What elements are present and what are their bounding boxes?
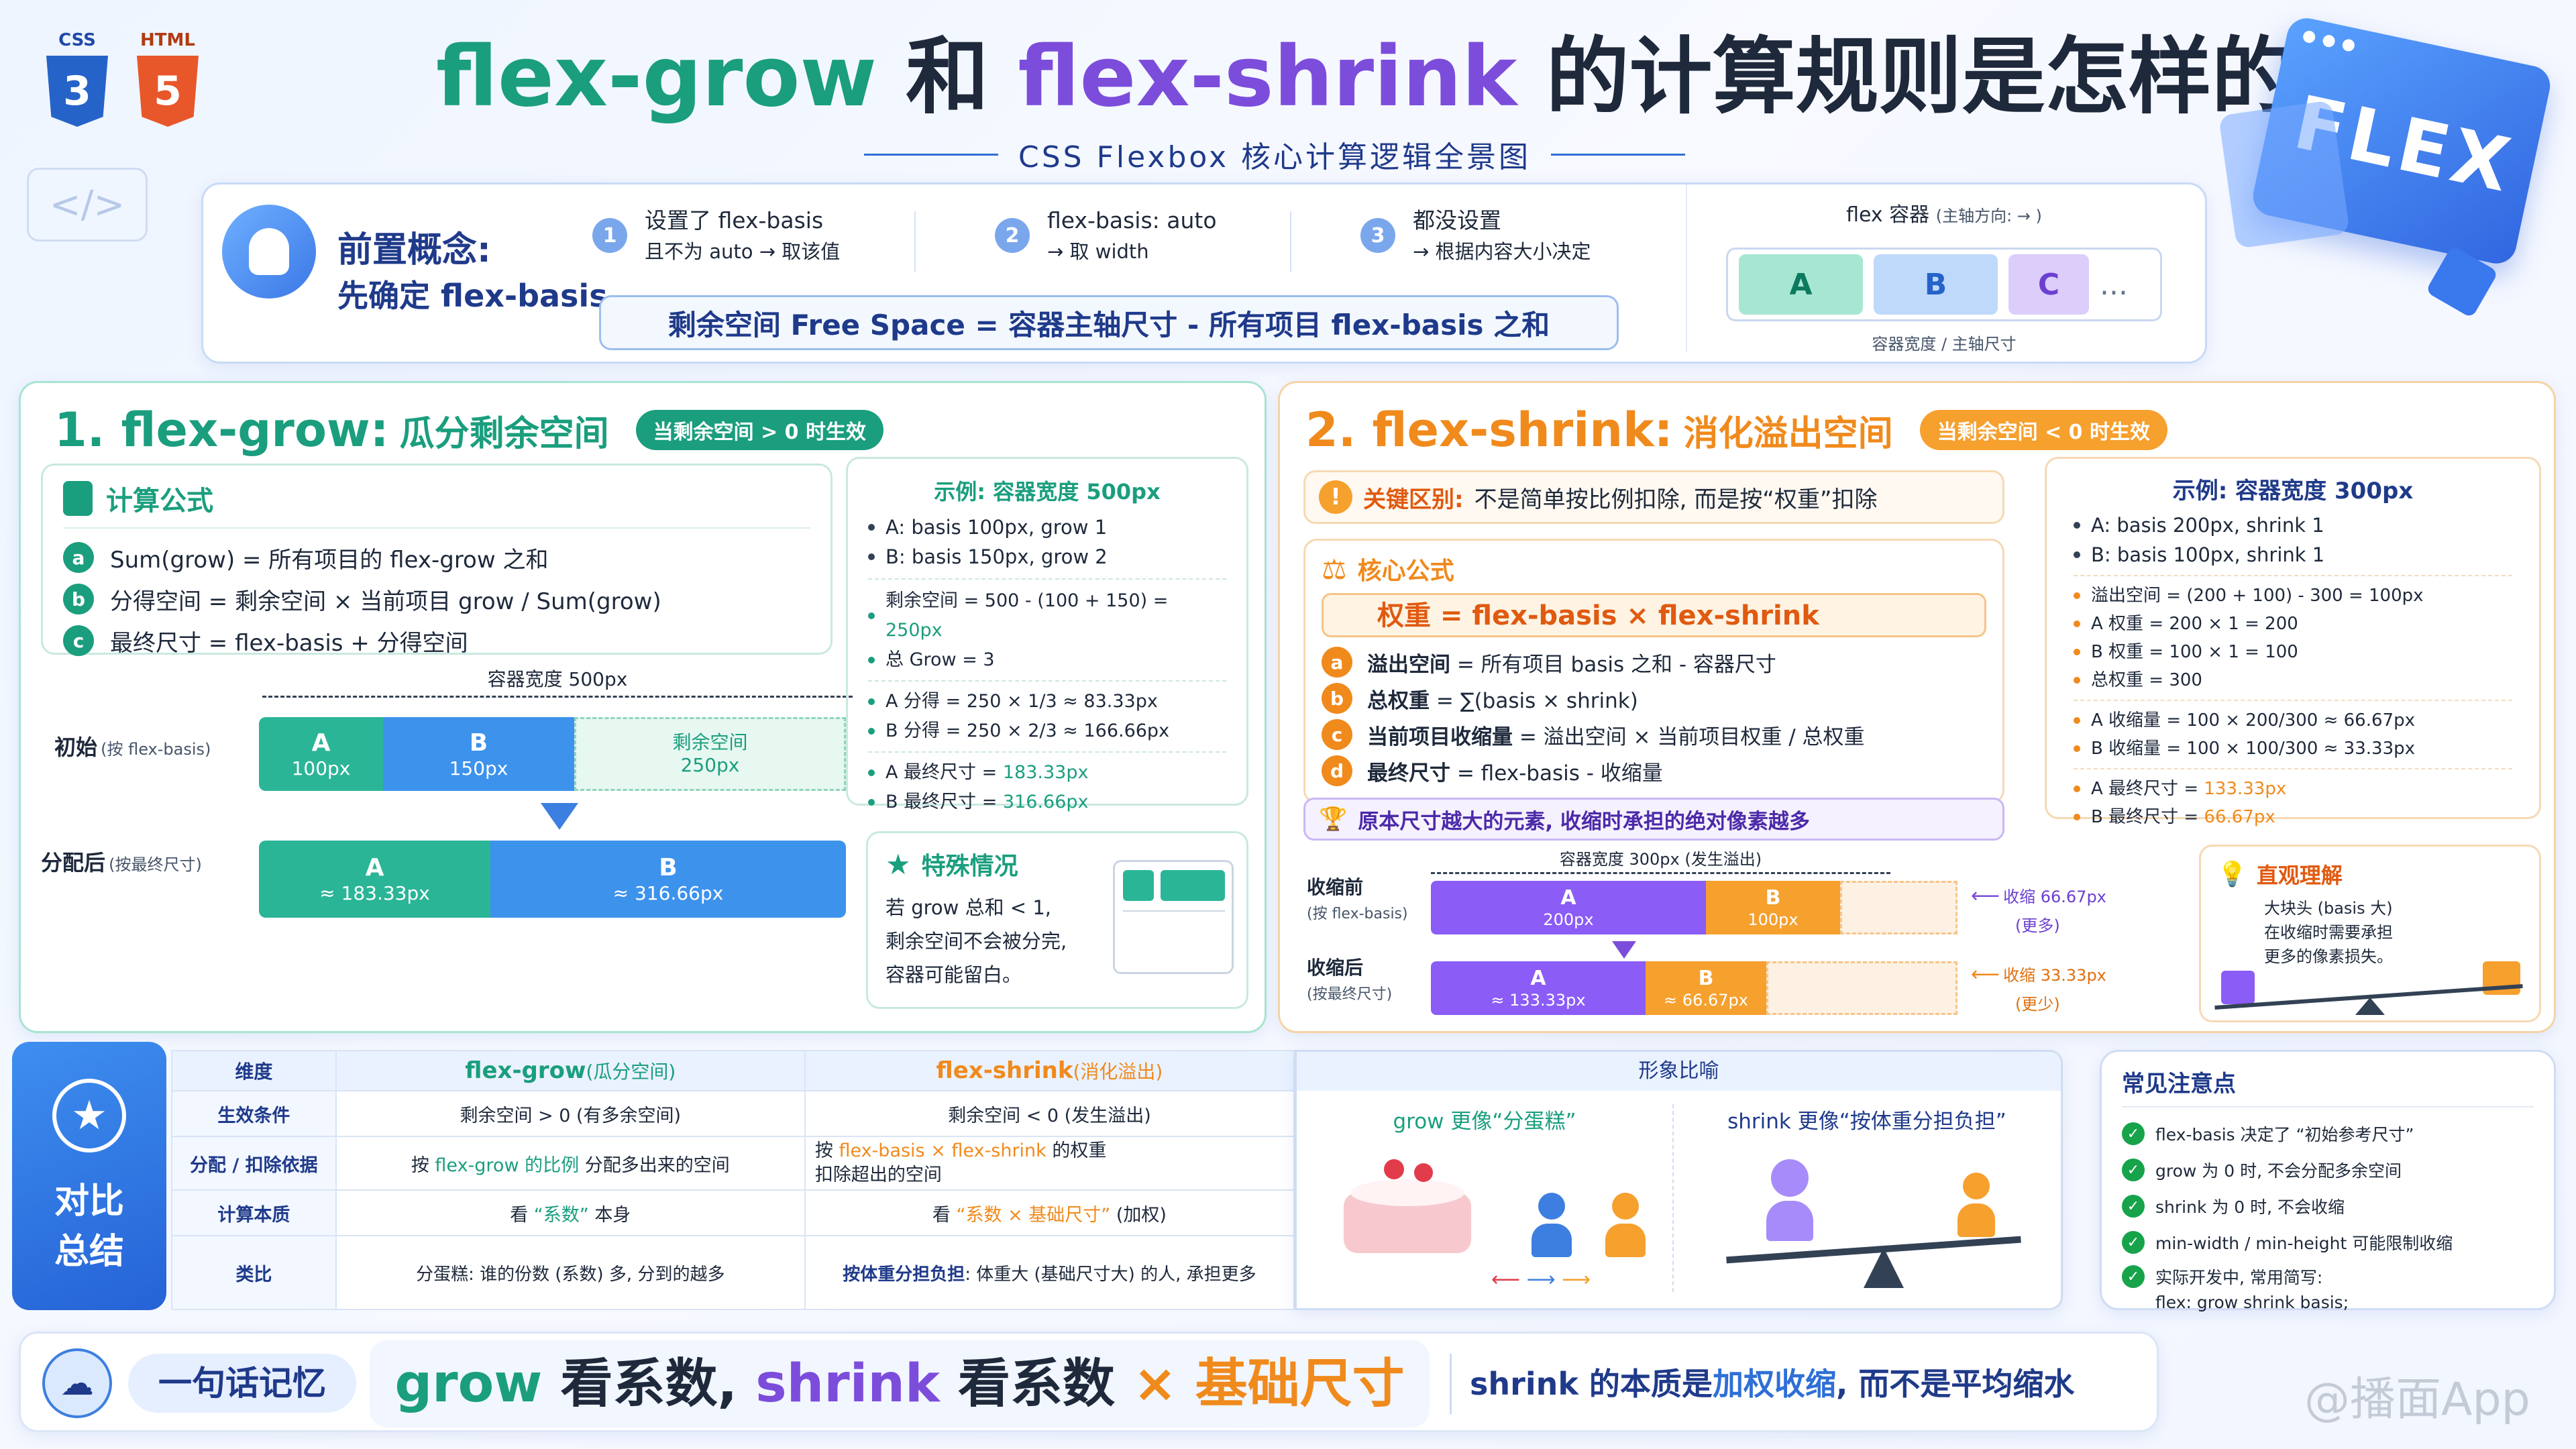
shrink-note: 🏆 原本尺寸越大的元素, 收缩时承担的绝对像素越多	[1303, 798, 2004, 841]
flex-container-demo: flex 容器 (主轴方向: → ) A B C ... 容器宽度 / 主轴尺寸	[1726, 198, 2162, 354]
flex-grow-panel: 1. flex-grow: 瓜分剩余空间 当剩余空间 > 0 时生效 计算公式 …	[19, 381, 1267, 1033]
metaphor-shrink: shrink 更像“按体重分担负担”	[1727, 1110, 2006, 1134]
step-2: 2 flex-basis: auto→ 取 width	[995, 205, 1217, 266]
leftover-space-illustration	[1113, 860, 1234, 974]
pre-concept-title: 前置概念:	[337, 230, 491, 270]
shrink-intuition-box: 💡直观理解 大块头 (basis 大) 在收缩时需要承担 更多的像素损失。	[2199, 845, 2541, 1022]
shrink-amount-b: ⟵ 收缩 33.33px(更少)	[1971, 963, 2106, 1014]
brain-icon: ☁	[42, 1348, 112, 1418]
summary-label: ★ 对比 总结	[12, 1042, 166, 1310]
cake-icon	[1344, 1159, 1471, 1260]
star-icon: ★	[885, 847, 911, 881]
shrink-before-label: 收缩前(按 flex-basis)	[1307, 876, 1408, 922]
remaining-area	[1766, 961, 1957, 1015]
bulb-icon: 💡	[2217, 861, 2247, 888]
trophy-icon: 🏆	[1319, 806, 1348, 833]
tips-panel: 常见注意点 ✓flex-basis 决定了 “初始参考尺寸” ✓grow 为 0…	[2100, 1050, 2556, 1312]
flex-window-illustration: FLEX	[2214, 14, 2554, 335]
arrows-icon: ⟵ ⟶ ⟶	[1491, 1268, 1591, 1291]
scale-icon: ⚖	[1322, 552, 1347, 586]
seesaw-illustration	[2214, 961, 2523, 1015]
css3-logo: CSS 3	[40, 30, 114, 131]
weight-formula: 权重 = flex-basis × flex-shrink	[1322, 593, 1986, 637]
shrink-title: 2. flex-shrink: 消化溢出空间 当剩余空间 < 0 时生效	[1305, 396, 2167, 464]
person-orange-icon	[1605, 1193, 1646, 1267]
page-title: flex-grow 和 flex-shrink 的计算规则是怎样的?	[436, 29, 2343, 125]
down-arrow-icon	[1612, 941, 1636, 959]
grow-example-box: 示例: 容器宽度 500px A: basis 100px, grow 1 B:…	[846, 457, 1248, 812]
free-space-formula: 剩余空间 Free Space = 容器主轴尺寸 - 所有项目 flex-bas…	[599, 295, 1619, 350]
grow-bar-b-final: B≈ 316.66px	[490, 841, 846, 918]
watermark: @播面App	[2304, 1373, 2530, 1426]
check-icon: ✓	[2122, 1265, 2145, 1288]
shrink-key-box: ! 关键区别: 不是简单按比例扣除, 而是按“权重”扣除	[1303, 470, 2004, 524]
check-icon: ✓	[2122, 1195, 2145, 1218]
shrink-example-box: 示例: 容器宽度 300px A: basis 200px, shrink 1 …	[2045, 457, 2541, 827]
memo-sentence: grow 看系数, shrink 看系数 × 基础尺寸	[370, 1340, 1430, 1428]
memo-note: shrink 的本质是加权收缩, 而不是平均缩水	[1470, 1366, 2075, 1402]
memo-bar: ☁ 一句话记忆 grow 看系数, shrink 看系数 × 基础尺寸 shri…	[19, 1332, 2159, 1432]
shrink-amount-a: ⟵ 收缩 66.67px(更多)	[1971, 884, 2106, 935]
summary-table: 维度 flex-grow(瓜分空间) flex-shrink(消化溢出) 生效条…	[171, 1050, 1295, 1310]
check-icon: ✓	[2122, 1122, 2145, 1145]
check-icon: ✓	[2122, 1231, 2145, 1254]
subtitle: CSS Flexbox 核心计算逻辑全景图	[859, 134, 1690, 174]
memo-label: 一句话记忆	[128, 1354, 356, 1413]
overflow-area	[1840, 881, 1957, 934]
down-arrow-icon	[541, 803, 578, 830]
pre-concept-subtitle: 先确定 flex-basis	[337, 278, 608, 314]
flex-shrink-panel: 2. flex-shrink: 消化溢出空间 当剩余空间 < 0 时生效 ! 关…	[1278, 381, 2556, 1033]
grow-bar-a-final: A≈ 183.33px	[259, 841, 490, 918]
shrink-bar-a-after: A≈ 133.33px	[1431, 961, 1646, 1015]
step-3: 3 都没设置→ 根据内容大小决定	[1360, 205, 1591, 266]
grow-title: 1. flex-grow: 瓜分剩余空间 当剩余空间 > 0 时生效	[54, 396, 883, 464]
metaphor-panel: 形象比喻 grow 更像“分蛋糕” shrink 更像“按体重分担负担” ⟵ ⟶…	[1295, 1050, 2063, 1310]
person-blue-icon	[1532, 1193, 1572, 1267]
grow-initial-label: 初始 (按 flex-basis)	[54, 735, 211, 760]
grow-special-case-box: ★特殊情况 若 grow 总和 < 1, 剩余空间不会被分完, 容器可能留白。	[866, 831, 1248, 1009]
shrink-bar-b-after: B≈ 66.67px	[1646, 961, 1766, 1015]
badge-icon: ★	[52, 1079, 126, 1152]
calculator-icon	[63, 481, 93, 516]
shrink-after-label: 收缩后(按最终尺寸)	[1307, 957, 1393, 1003]
balance-scale-icon	[1726, 1146, 2021, 1293]
grow-condition-badge: 当剩余空间 > 0 时生效	[635, 410, 883, 450]
shrink-condition-badge: 当剩余空间 < 0 时生效	[1919, 410, 2167, 450]
grow-after-label: 分配后 (按最终尺寸)	[41, 850, 202, 875]
shrink-container-label: 容器宽度 300px (发生溢出)	[1431, 846, 1890, 874]
warning-icon: !	[1319, 480, 1352, 514]
flex-shorthand: flex: grow shrink basis;	[2155, 1293, 2349, 1312]
check-icon: ✓	[2122, 1159, 2145, 1181]
html5-logo: HTML 5	[131, 30, 205, 131]
grow-container-label: 容器宽度 500px	[262, 665, 853, 698]
lightbulb-icon	[222, 205, 316, 299]
metaphor-grow: grow 更像“分蛋糕”	[1393, 1110, 1576, 1134]
code-icon: </>	[27, 168, 148, 241]
